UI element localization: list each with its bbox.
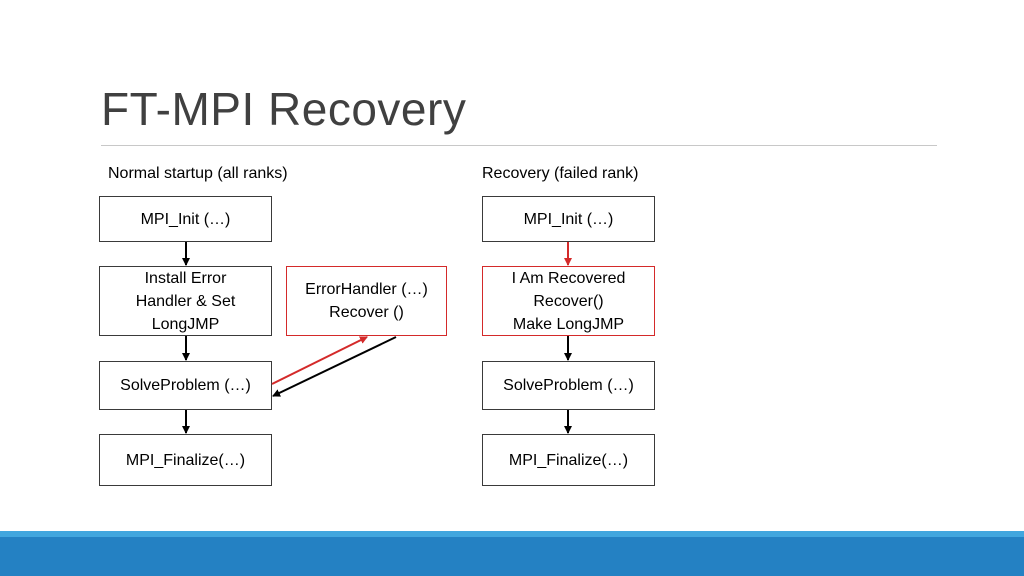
normal-solve-problem-label: SolveProblem (…): [120, 377, 251, 394]
normal-solve-problem-box: SolveProblem (…): [99, 361, 272, 410]
footer-accent-stripe: [0, 531, 1024, 537]
arrow-handler-to-solve: [272, 336, 397, 397]
slide-title: FT-MPI Recovery: [101, 83, 467, 135]
recovered-line-1: I Am Recovered: [511, 269, 626, 287]
footer-bar: [0, 537, 1024, 576]
normal-mpi-finalize-box: MPI_Finalize(…): [99, 434, 272, 486]
recovered-box: I Am Recovered Recover() Make LongJMP: [482, 266, 655, 336]
error-handler-line-1: ErrorHandler (…): [305, 281, 428, 298]
normal-mpi-init-box: MPI_Init (…): [99, 196, 272, 242]
install-line-3: LongJMP: [151, 315, 220, 333]
normal-startup-heading: Normal startup (all ranks): [108, 165, 288, 182]
recovery-solve-problem-label: SolveProblem (…): [503, 377, 634, 394]
recovery-mpi-init-box: MPI_Init (…): [482, 196, 655, 242]
recovery-solve-problem-box: SolveProblem (…): [482, 361, 655, 410]
recovered-line-2: Recover(): [533, 292, 604, 310]
install-line-2: Handler & Set: [135, 292, 236, 310]
install-error-handler-box: Install Error Handler & Set LongJMP: [99, 266, 272, 336]
recovered-line-3: Make LongJMP: [512, 315, 625, 333]
error-handler-box: ErrorHandler (…) Recover (): [286, 266, 447, 336]
install-line-1: Install Error: [144, 269, 227, 287]
recovery-mpi-init-label: MPI_Init (…): [523, 210, 614, 228]
normal-mpi-init-label: MPI_Init (…): [140, 210, 231, 228]
normal-mpi-finalize-label: MPI_Finalize(…): [125, 451, 246, 469]
recovery-mpi-finalize-box: MPI_Finalize(…): [482, 434, 655, 486]
arrow-solve-to-handler: [271, 336, 368, 385]
recovery-mpi-finalize-label: MPI_Finalize(…): [508, 451, 629, 469]
error-handler-line-2: Recover (): [329, 304, 404, 321]
title-divider: [101, 145, 937, 146]
recovery-heading: Recovery (failed rank): [482, 165, 639, 182]
